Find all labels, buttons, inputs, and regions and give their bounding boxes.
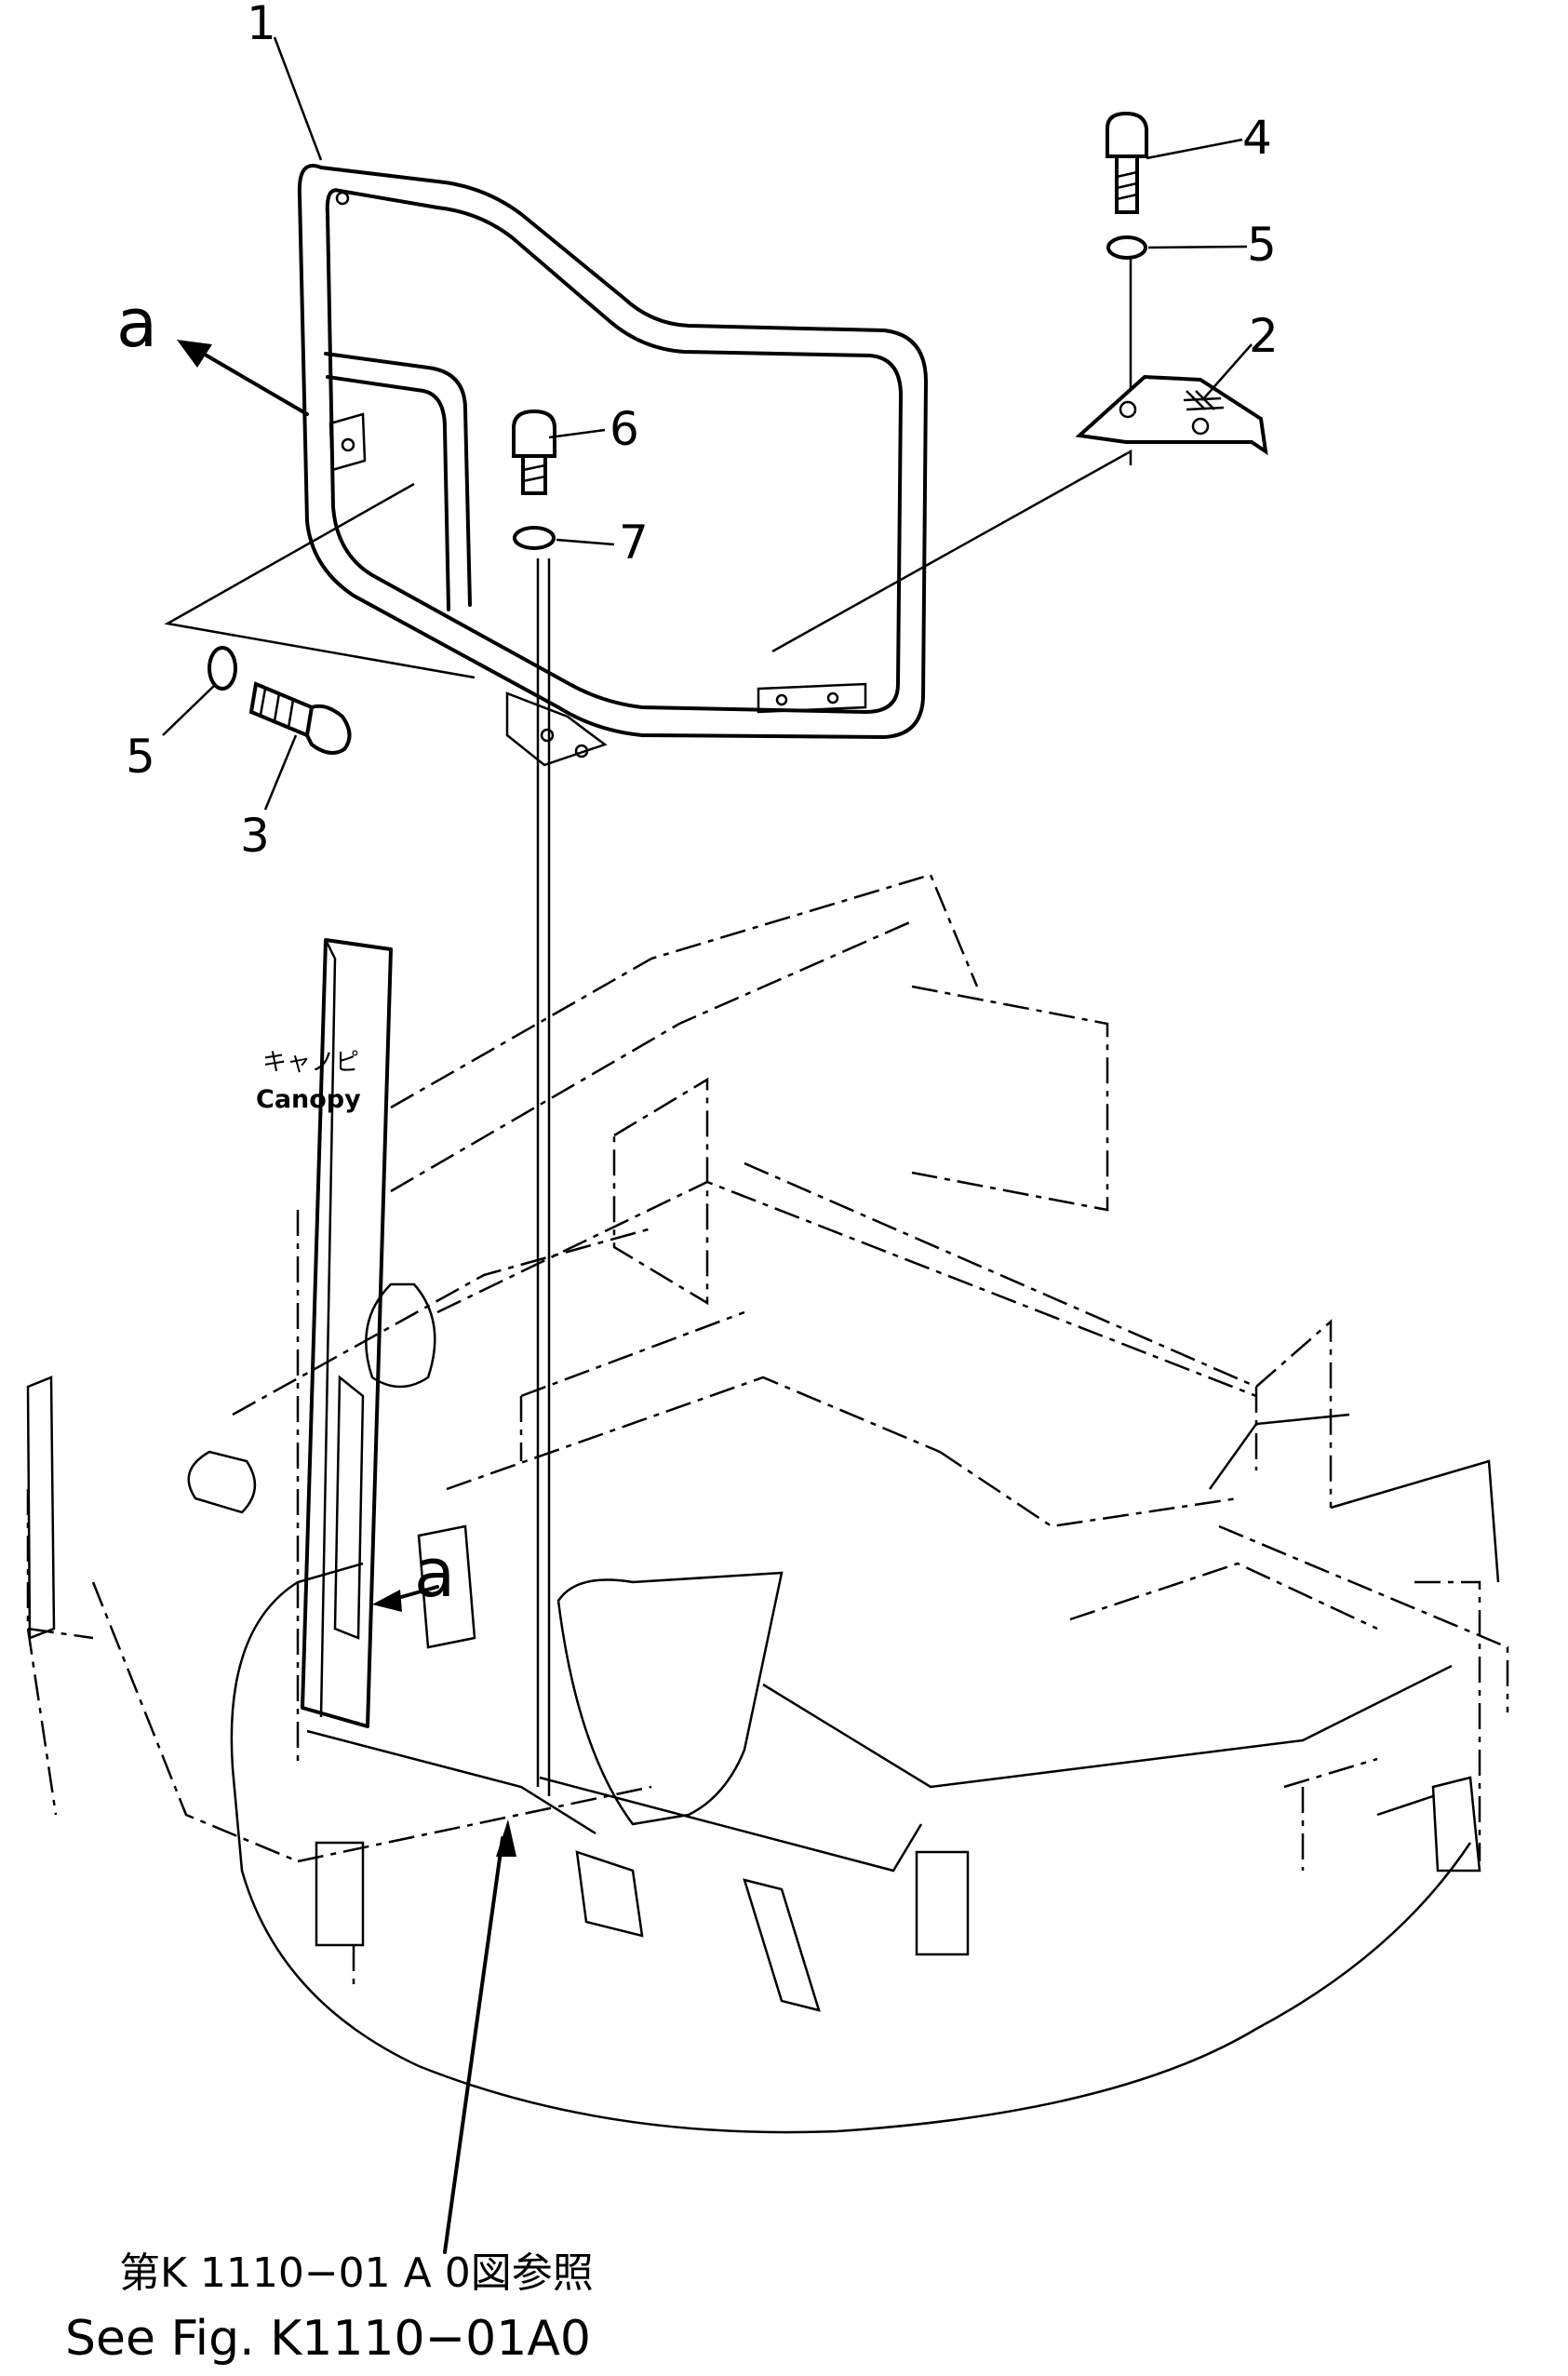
view-arrow-upper xyxy=(177,340,309,416)
callout-5-lower: 5 xyxy=(126,730,155,784)
washer-center xyxy=(513,526,556,550)
callout-numbers: 1 4 5 2 6 7 5 3 xyxy=(126,0,1279,863)
assembly-leader-lines xyxy=(164,247,1132,1796)
figure-reference-jp: 第K 1110−01 A 0図参照 xyxy=(119,2249,594,2297)
bolt-center xyxy=(512,409,556,495)
callout-leaders xyxy=(162,36,1253,811)
washer-lower-left xyxy=(208,646,237,691)
canopy-label-en: Canopy xyxy=(256,1085,361,1114)
callout-5-upper: 5 xyxy=(1247,218,1277,272)
view-letter-lower: a xyxy=(414,1534,455,1612)
view-letter-upper: a xyxy=(116,284,157,362)
callout-3: 3 xyxy=(240,809,270,863)
callout-1: 1 xyxy=(247,0,276,50)
washer-upper-right xyxy=(1106,235,1147,260)
callout-2: 2 xyxy=(1249,309,1279,363)
mounting-bracket xyxy=(1075,374,1268,456)
bolt-upper-right xyxy=(1106,111,1148,214)
callout-7: 7 xyxy=(619,516,649,570)
canopy-label-jp: キャノピ xyxy=(262,1049,359,1077)
guard-rail-part xyxy=(297,164,928,767)
excavator-frame xyxy=(26,873,1509,2254)
figure-reference-en: See Fig. K1110−01A0 xyxy=(65,2311,591,2367)
bolt-lower-left xyxy=(248,681,352,755)
callout-6: 6 xyxy=(610,402,639,456)
callout-4: 4 xyxy=(1242,111,1272,165)
